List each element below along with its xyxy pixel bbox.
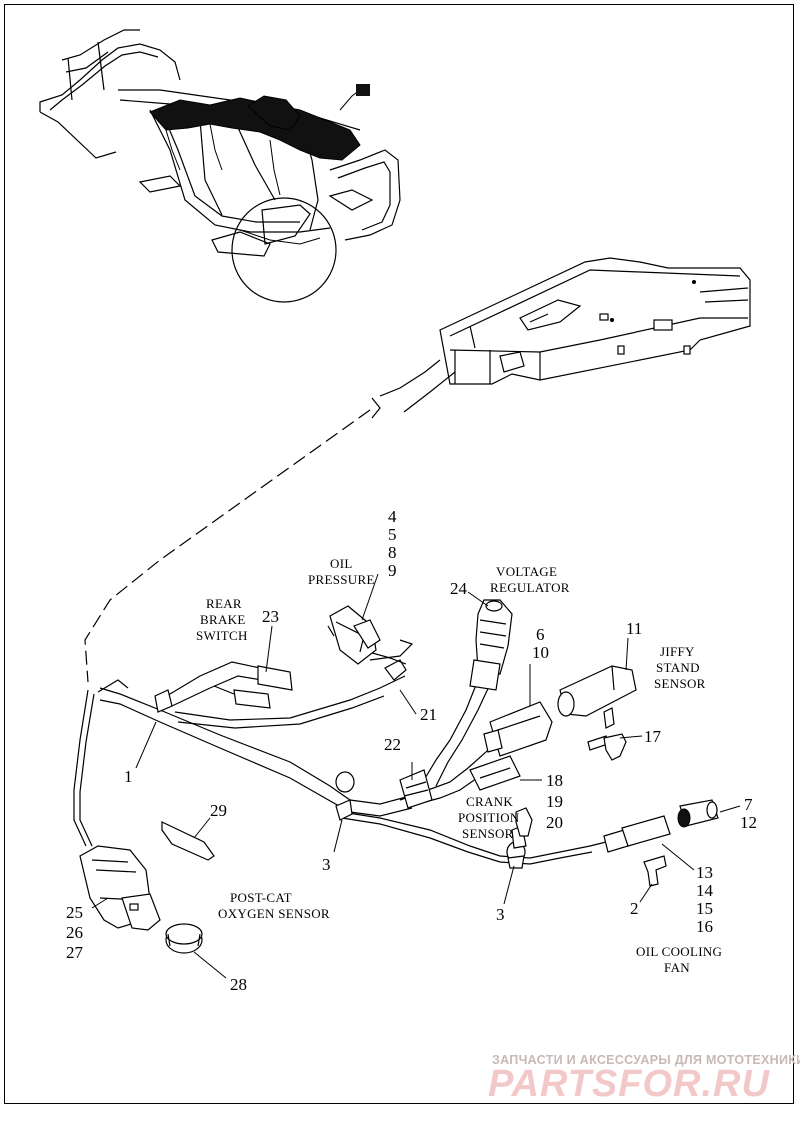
callout-8: 8 [388,543,397,562]
callout-18: 18 [546,771,563,790]
callout-7: 7 [744,795,753,814]
callout-19: 19 [546,792,563,811]
frame-detail-illustration [371,257,751,419]
callout-29: 29 [210,801,227,820]
label-crank-line1: CRANK [466,794,513,809]
label-voltage-regulator-line2: REGULATOR [490,580,570,595]
label-postcat-line1: POST-CAT [230,890,292,905]
callout-28: 28 [230,975,247,994]
label-oil-pressure-line1: OIL [330,556,353,571]
callout-20: 20 [546,813,563,832]
diagram-frame [4,4,794,1104]
label-rear-brake-line1: REAR [206,596,242,611]
callout-13: 13 [696,863,713,882]
label-crank-line3: SENSOR [462,826,514,841]
voltage-regulator-connector [469,599,513,691]
callout-9: 9 [388,561,397,580]
label-oilfan-line1: OIL COOLING [636,944,722,959]
callout-3b: 3 [496,905,505,924]
callout-24: 24 [450,579,468,598]
callout-14: 14 [696,881,714,900]
leader-lines [91,573,741,979]
label-jiffy-line3: SENSOR [654,676,706,691]
watermark-brand: PARTSFOR.RU [488,1063,770,1105]
label-rear-brake-line3: SWITCH [196,628,248,643]
callout-23: 23 [262,607,279,626]
watermark-tagline: ЗАПЧАСТИ И АКСЕССУАРЫ ДЛЯ МОТОТЕХНИКИ [492,1053,800,1067]
callout-1: 1 [124,767,133,786]
oil-cooling-fan-connectors [603,799,719,887]
callout-6: 6 [536,625,545,644]
callout-17: 17 [644,727,662,746]
push-pin-20 [515,807,533,837]
rear-brake-connectors [213,665,293,709]
cap-28 [165,923,203,954]
callout-10: 10 [532,643,549,662]
frame-overview-illustration [39,29,401,303]
label-oilfan-line2: FAN [664,960,690,975]
callout-22: 22 [384,735,401,754]
callout-4: 4 [388,507,397,526]
label-jiffy-line1: JIFFY [660,644,695,659]
callout-27: 27 [66,943,84,962]
clip-29 [161,821,215,861]
callout-25: 25 [66,903,83,922]
label-oil-pressure-line2: PRESSURE [308,572,375,587]
callout-3a: 3 [322,855,331,874]
callout-11: 11 [626,619,642,638]
label-postcat-line2: OXYGEN SENSOR [218,906,330,921]
cable-ties [154,689,527,869]
jiffy-stand-sensor [557,665,637,729]
label-rear-brake-line2: BRAKE [200,612,246,627]
oxygen-sensor-connector [79,845,161,931]
push-pin-17 [587,733,627,761]
label-jiffy-line2: STAND [656,660,700,675]
watermark: ЗАПЧАСТИ И АКСЕССУАРЫ ДЛЯ МОТОТЕХНИКИ PA… [488,1053,800,1105]
callout-16: 16 [696,917,713,936]
harness-continuation-dashed [84,409,371,683]
component-labels: OIL PRESSURE VOLTAGE REGULATOR REAR BRAK… [196,556,722,975]
label-crank-line2: POSITION [458,810,520,825]
oil-pressure-connector [327,605,381,665]
callout-15: 15 [696,899,713,918]
callout-2: 2 [630,899,639,918]
callout-12: 12 [740,813,757,832]
callout-numbers: 1 2 3 3 4 5 8 9 6 10 7 12 11 13 14 15 16… [66,507,757,994]
callout-26: 26 [66,923,83,942]
callout-21: 21 [420,705,437,724]
label-voltage-regulator-line1: VOLTAGE [496,564,557,579]
callout-5: 5 [388,525,397,544]
crank-position-connectors [399,701,553,809]
